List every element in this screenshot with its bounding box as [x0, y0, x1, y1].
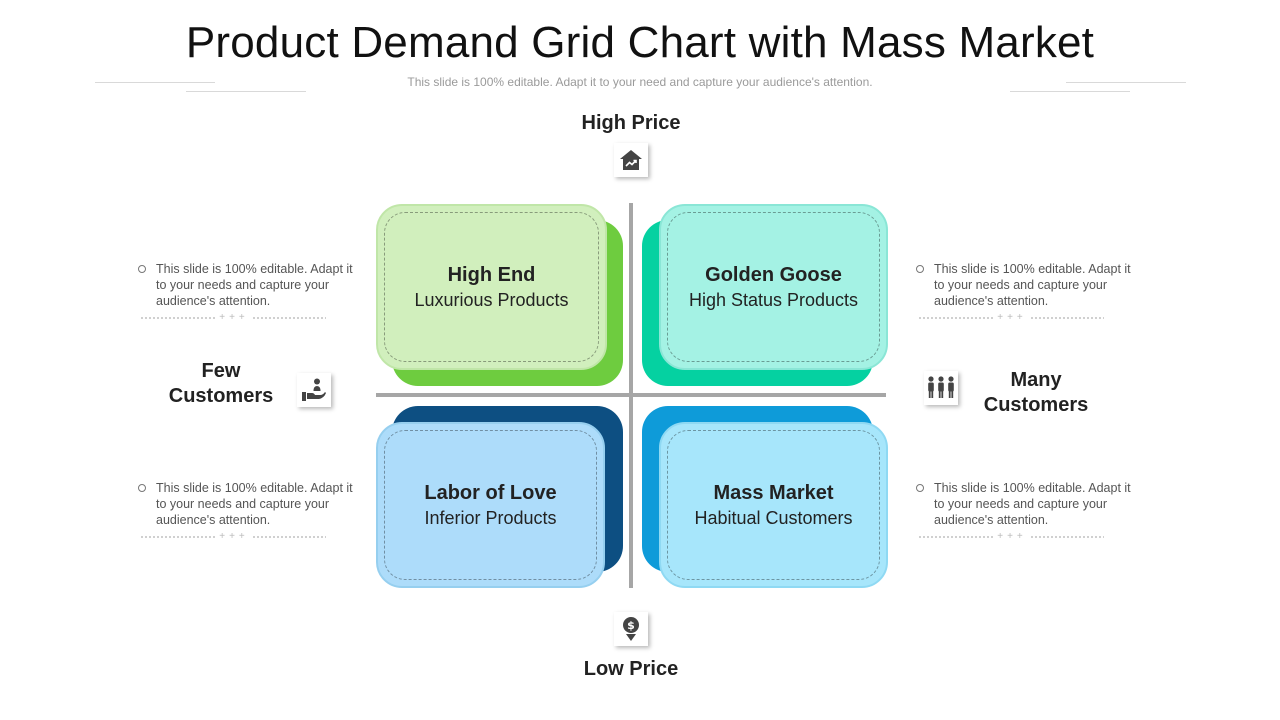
- quadrant-subtitle: High Status Products: [688, 289, 859, 310]
- hand-person-icon: [297, 373, 331, 407]
- quadrant-title: High End: [447, 263, 536, 286]
- quadrant-labor-of-love: Labor of Love Inferior Products: [376, 422, 605, 588]
- header-rule-left-2: [186, 91, 306, 92]
- house-trend-icon: [614, 143, 648, 177]
- page-title: Product Demand Grid Chart with Mass Mark…: [185, 18, 1095, 67]
- quadrant-subtitle: Habitual Customers: [694, 507, 853, 528]
- axis-label-high-price: High Price: [581, 112, 681, 134]
- header-rule-right-2: [1010, 91, 1130, 92]
- quadrant-title: Mass Market: [713, 481, 834, 504]
- axis-label-few-customers: Few Customers: [168, 360, 274, 407]
- dotted-divider: +++: [140, 310, 326, 326]
- axis-label-low-price: Low Price: [583, 658, 679, 680]
- dollar-down-icon: $: [614, 612, 648, 646]
- axis-label-many-customers: Many Customers: [983, 369, 1089, 416]
- bullet-icon: [916, 484, 924, 492]
- note-bottom-left: This slide is 100% editable. Adapt it to…: [138, 480, 366, 545]
- quadrant-subtitle: Inferior Products: [424, 507, 557, 528]
- quadrant-subtitle: Luxurious Products: [414, 289, 569, 310]
- note-top-right: This slide is 100% editable. Adapt it to…: [916, 261, 1144, 326]
- note-bottom-right: This slide is 100% editable. Adapt it to…: [916, 480, 1144, 545]
- dotted-divider: +++: [140, 529, 326, 545]
- quadrant-high-end: High End Luxurious Products: [376, 204, 607, 370]
- note-text: This slide is 100% editable. Adapt it to…: [156, 262, 353, 308]
- horizontal-axis-line: [376, 393, 886, 397]
- note-text: This slide is 100% editable. Adapt it to…: [156, 481, 353, 527]
- bullet-icon: [138, 265, 146, 273]
- dotted-divider: +++: [918, 529, 1104, 545]
- people-group-icon: [924, 371, 958, 405]
- note-top-left: This slide is 100% editable. Adapt it to…: [138, 261, 366, 326]
- note-text: This slide is 100% editable. Adapt it to…: [934, 481, 1131, 527]
- quadrant-mass-market: Mass Market Habitual Customers: [659, 422, 888, 588]
- header-rule-right-1: [1066, 82, 1186, 83]
- quadrant-title: Golden Goose: [705, 263, 842, 286]
- dotted-divider: +++: [918, 310, 1104, 326]
- page-subtitle: This slide is 100% editable. Adapt it to…: [407, 75, 873, 89]
- note-text: This slide is 100% editable. Adapt it to…: [934, 262, 1131, 308]
- svg-text:$: $: [627, 619, 635, 632]
- quadrant-title: Labor of Love: [424, 481, 557, 504]
- header-rule-left-1: [95, 82, 215, 83]
- quadrant-golden-goose: Golden Goose High Status Products: [659, 204, 888, 370]
- bullet-icon: [138, 484, 146, 492]
- bullet-icon: [916, 265, 924, 273]
